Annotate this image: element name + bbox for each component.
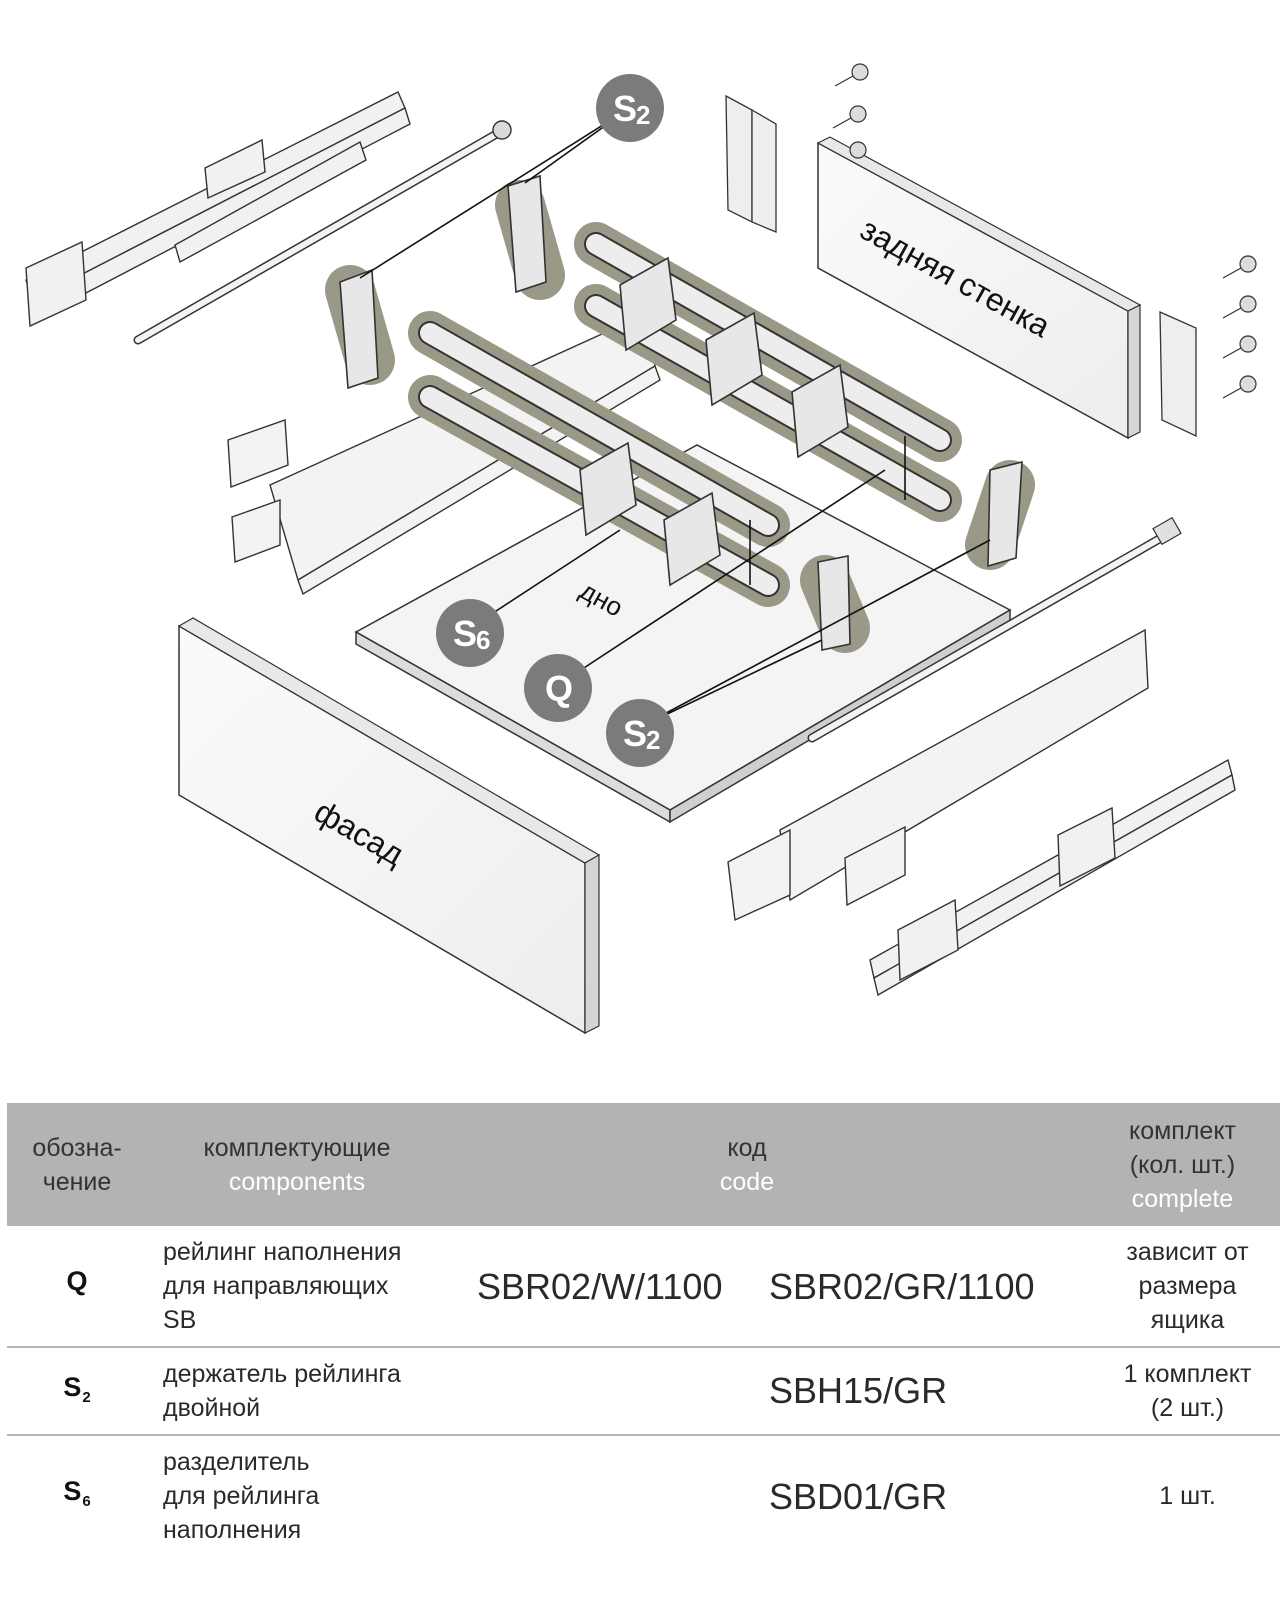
badge-s6: S 6 xyxy=(436,599,504,667)
badge-symbol: S xyxy=(453,613,477,654)
components-table: обозна- чение комплектующие components к… xyxy=(7,1103,1280,1556)
header-code: код code xyxy=(667,1131,827,1199)
row-component-line: наполнения xyxy=(163,1516,302,1544)
rail-rod-right xyxy=(807,516,1182,743)
row-component-line: двойной xyxy=(163,1394,261,1422)
header-components: комплектующие components xyxy=(157,1131,437,1199)
badge-subscript: 2 xyxy=(636,100,650,130)
row-quantity-line: зависит от xyxy=(1126,1238,1249,1266)
header-complete-en: complete xyxy=(1131,1185,1234,1213)
header-code-en: code xyxy=(719,1168,775,1196)
badge-s2-bottom: S 2 xyxy=(606,699,674,767)
runner-rear-left xyxy=(25,91,411,328)
row-symbol-letter: S xyxy=(63,1476,82,1506)
header-designation: обозна- чение xyxy=(7,1131,147,1199)
railing-dividers xyxy=(579,256,849,587)
header-complete-line1: комплект xyxy=(1128,1117,1236,1145)
row-component-line: рейлинг наполнения xyxy=(163,1238,402,1266)
header-code-ru: код xyxy=(727,1134,767,1162)
row-code-grey: SBR02/GR/1100 xyxy=(769,1266,1035,1307)
table-header: обозна- чение комплектующие components к… xyxy=(7,1103,1280,1226)
row-quantity: зависит от размера ящика xyxy=(1095,1235,1280,1337)
rail-holders xyxy=(339,174,1023,651)
row-symbol-letter: S xyxy=(63,1372,82,1402)
row-symbol-subscript: 2 xyxy=(82,1389,91,1406)
badge-q: Q xyxy=(524,654,592,722)
rail-rod-left xyxy=(133,120,512,345)
badge-symbol: S xyxy=(623,713,647,754)
row-quantity-line: ящика xyxy=(1150,1306,1225,1334)
table-row: S6 разделитель для рейлинга наполнения S… xyxy=(7,1436,1280,1556)
row-component: рейлинг наполнения для направляющих SB xyxy=(163,1235,453,1337)
rear-wall-brackets xyxy=(725,94,1197,438)
screws xyxy=(832,63,1257,399)
badge-subscript: 6 xyxy=(476,625,490,655)
row-quantity-line: размера xyxy=(1138,1272,1237,1300)
header-complete: комплект (кол. шт.) complete xyxy=(1085,1114,1280,1216)
row-quantity: 1 комплект (2 шт.) xyxy=(1095,1357,1280,1425)
front-panel xyxy=(177,617,601,1035)
header-components-ru: комплектующие xyxy=(203,1134,391,1162)
row-component-line: для рейлинга xyxy=(163,1482,320,1510)
bottom-panel xyxy=(354,444,1012,824)
rear-wall-panel xyxy=(816,136,1142,440)
row-component-line: SB xyxy=(163,1306,197,1334)
row-component-line: для направляющих xyxy=(163,1272,389,1300)
drawer-side-right xyxy=(727,628,1149,922)
header-complete-line2: (кол. шт.) xyxy=(1129,1151,1236,1179)
row-code-grey: SBD01/GR xyxy=(769,1476,948,1517)
header-designation-line2: чение xyxy=(42,1168,112,1196)
row-quantity: 1 шт. xyxy=(1095,1479,1280,1513)
table-row: S2 держатель рейлинга двойной SBH15/GR 1… xyxy=(7,1348,1280,1436)
row-quantity-line: (2 шт.) xyxy=(1150,1394,1225,1422)
badge-symbol: S xyxy=(613,88,637,129)
badge-s2-top: S 2 xyxy=(596,74,664,142)
runner-front-right xyxy=(869,758,1236,997)
header-designation-line1: обозна- xyxy=(32,1134,122,1162)
row-symbol: Q xyxy=(7,1266,147,1297)
row-component: разделитель для рейлинга наполнения xyxy=(163,1445,453,1547)
badge-subscript: 2 xyxy=(646,725,660,755)
row-code-white: SBR02/W/1100 xyxy=(477,1266,723,1307)
row-symbol-subscript: 6 xyxy=(82,1493,91,1510)
row-quantity-line: 1 комплект xyxy=(1123,1360,1252,1388)
row-component-line: разделитель xyxy=(163,1448,310,1476)
row-component-line: держатель рейлинга xyxy=(163,1360,401,1388)
row-symbol: S6 xyxy=(7,1476,147,1510)
row-code-grey: SBH15/GR xyxy=(769,1370,948,1411)
row-symbol-letter: Q xyxy=(66,1266,88,1296)
header-components-en: components xyxy=(228,1168,366,1196)
row-component: держатель рейлинга двойной xyxy=(163,1357,453,1425)
row-symbol: S2 xyxy=(7,1372,147,1406)
exploded-drawer-diagram: задняя стенка дно фасад S 2 S 6 Q S 2 xyxy=(25,63,1257,1035)
table-row: Q рейлинг наполнения для направляющих SB… xyxy=(7,1226,1280,1348)
leader-lines xyxy=(359,107,991,728)
row-quantity-line: 1 шт. xyxy=(1159,1482,1216,1510)
badge-symbol: Q xyxy=(545,668,573,709)
